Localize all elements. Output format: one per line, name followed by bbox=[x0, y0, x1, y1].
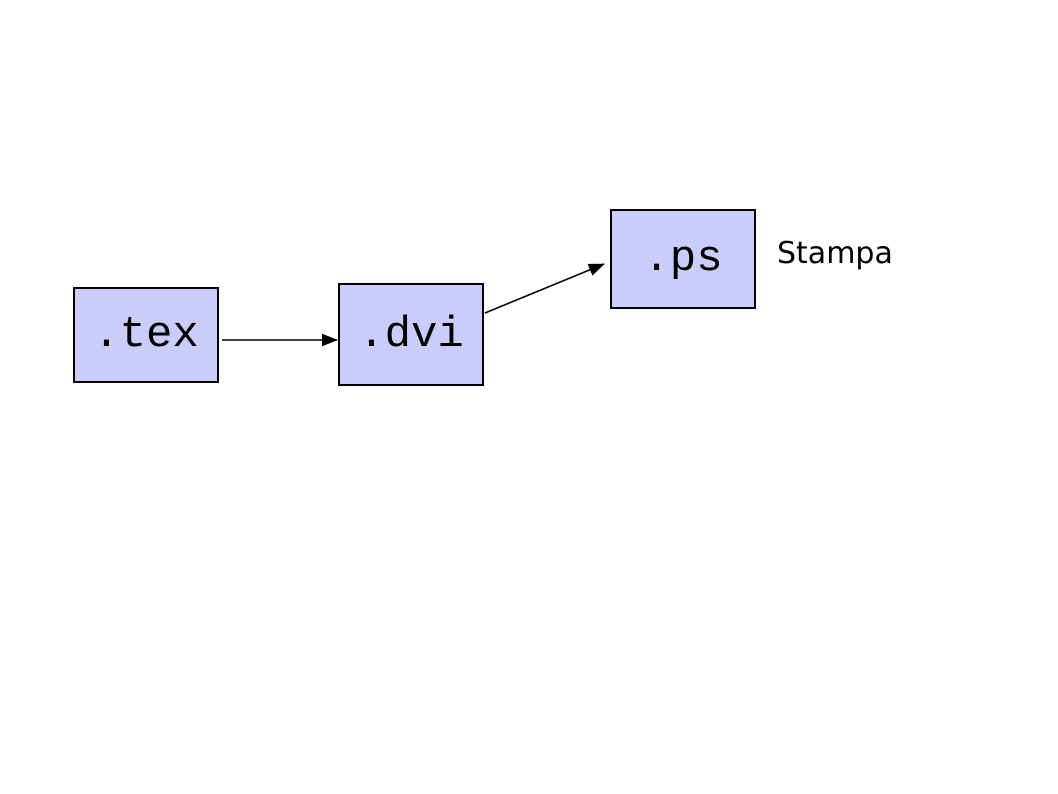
node-dvi-label: .dvi bbox=[358, 309, 464, 360]
node-dvi[interactable]: .dvi bbox=[338, 283, 484, 386]
node-tex[interactable]: .tex bbox=[73, 287, 219, 383]
node-ps-label: .ps bbox=[643, 234, 723, 284]
node-ps[interactable]: .ps bbox=[610, 209, 756, 309]
node-tex-label: .tex bbox=[93, 310, 199, 360]
edge-dvi-to-ps[interactable] bbox=[484, 263, 605, 314]
annotation-stampa: Stampa bbox=[777, 236, 893, 271]
